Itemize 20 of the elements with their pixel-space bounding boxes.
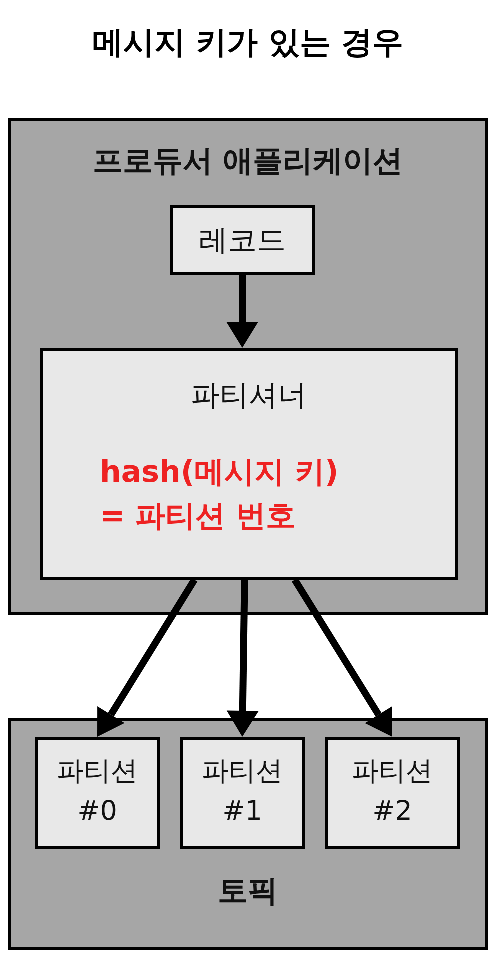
application-box	[8, 118, 488, 615]
record-box	[170, 205, 315, 275]
formula-text: hash(메시지 키) = 파티션 번호	[100, 454, 340, 536]
topic-box	[8, 718, 488, 950]
label: 레코드	[198, 222, 287, 259]
arrow	[98, 578, 198, 737]
partitioner-box	[40, 348, 458, 580]
label: 파티션 #1	[201, 755, 284, 829]
arrow	[292, 578, 392, 737]
arrow	[226, 275, 258, 348]
label: 파티션 #2	[351, 755, 434, 829]
partition-box	[325, 737, 460, 849]
partition-box	[35, 737, 160, 849]
label: 파티셔너	[190, 377, 308, 414]
arrow	[226, 580, 259, 737]
partition-box	[180, 737, 305, 849]
label: 파티션 #0	[56, 755, 139, 829]
title: 메시지 키가 있는 경우	[91, 24, 405, 63]
heading: 프로듀서 애플리케이션	[92, 143, 404, 181]
heading: 토픽	[217, 873, 279, 911]
